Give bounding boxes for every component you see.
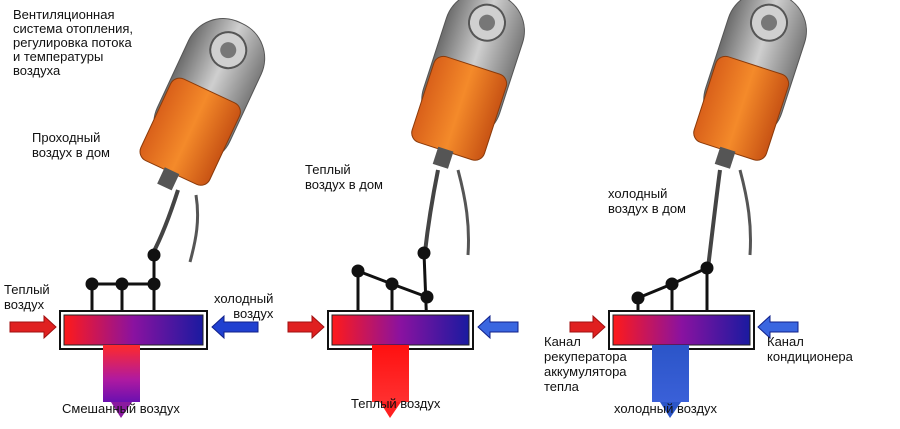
panel-3-bottom-label: холодный воздух xyxy=(614,401,718,416)
duct-fill-2 xyxy=(331,314,470,346)
panel-1-bottom-label: Смешанный воздух xyxy=(62,401,180,416)
panel-2-top-label: Теплый воздух в дом xyxy=(305,162,383,192)
duct-fill-3 xyxy=(612,314,751,346)
panel-1-right-label: холодный воздух xyxy=(214,291,274,321)
panel-3-left-label: Канал рекуператора аккумулятора тепла xyxy=(544,334,627,394)
panel-1-left-label: Теплый воздух xyxy=(4,282,50,312)
panel-1-top-label: Проходный воздух в дом xyxy=(32,130,110,160)
inlet-warm-arrow-3 xyxy=(569,314,606,340)
inlet-warm-arrow-1 xyxy=(9,314,57,340)
inlet-warm-arrow-2 xyxy=(287,314,325,340)
outlet-2 xyxy=(372,345,409,402)
inlet-cold-arrow-2 xyxy=(477,314,519,340)
outlet-3 xyxy=(652,345,689,402)
actuator-3 xyxy=(693,0,807,269)
duct-fill-1 xyxy=(63,314,204,346)
panel-3-right-label: Канал кондиционера xyxy=(767,334,853,364)
outlet-arrow-1 xyxy=(111,402,132,418)
outlet-1 xyxy=(103,345,140,402)
inlet-cold-arrow-3 xyxy=(757,314,799,340)
actuator-1 xyxy=(139,18,266,263)
panel-2 xyxy=(287,0,525,418)
diagram-title: Вентиляционная система отопления, регули… xyxy=(13,7,134,78)
outlet-arrow-2 xyxy=(380,402,401,418)
inlet-cold-arrow-1 xyxy=(211,314,259,340)
outlet-arrow-3 xyxy=(660,402,681,418)
actuator-2 xyxy=(411,0,525,256)
panel-3-top-label: холодный воздух в дом xyxy=(608,186,686,216)
panel-2-bottom-label: Теплый воздух xyxy=(351,396,441,411)
panel-1 xyxy=(9,18,266,418)
panel-3 xyxy=(569,0,807,418)
